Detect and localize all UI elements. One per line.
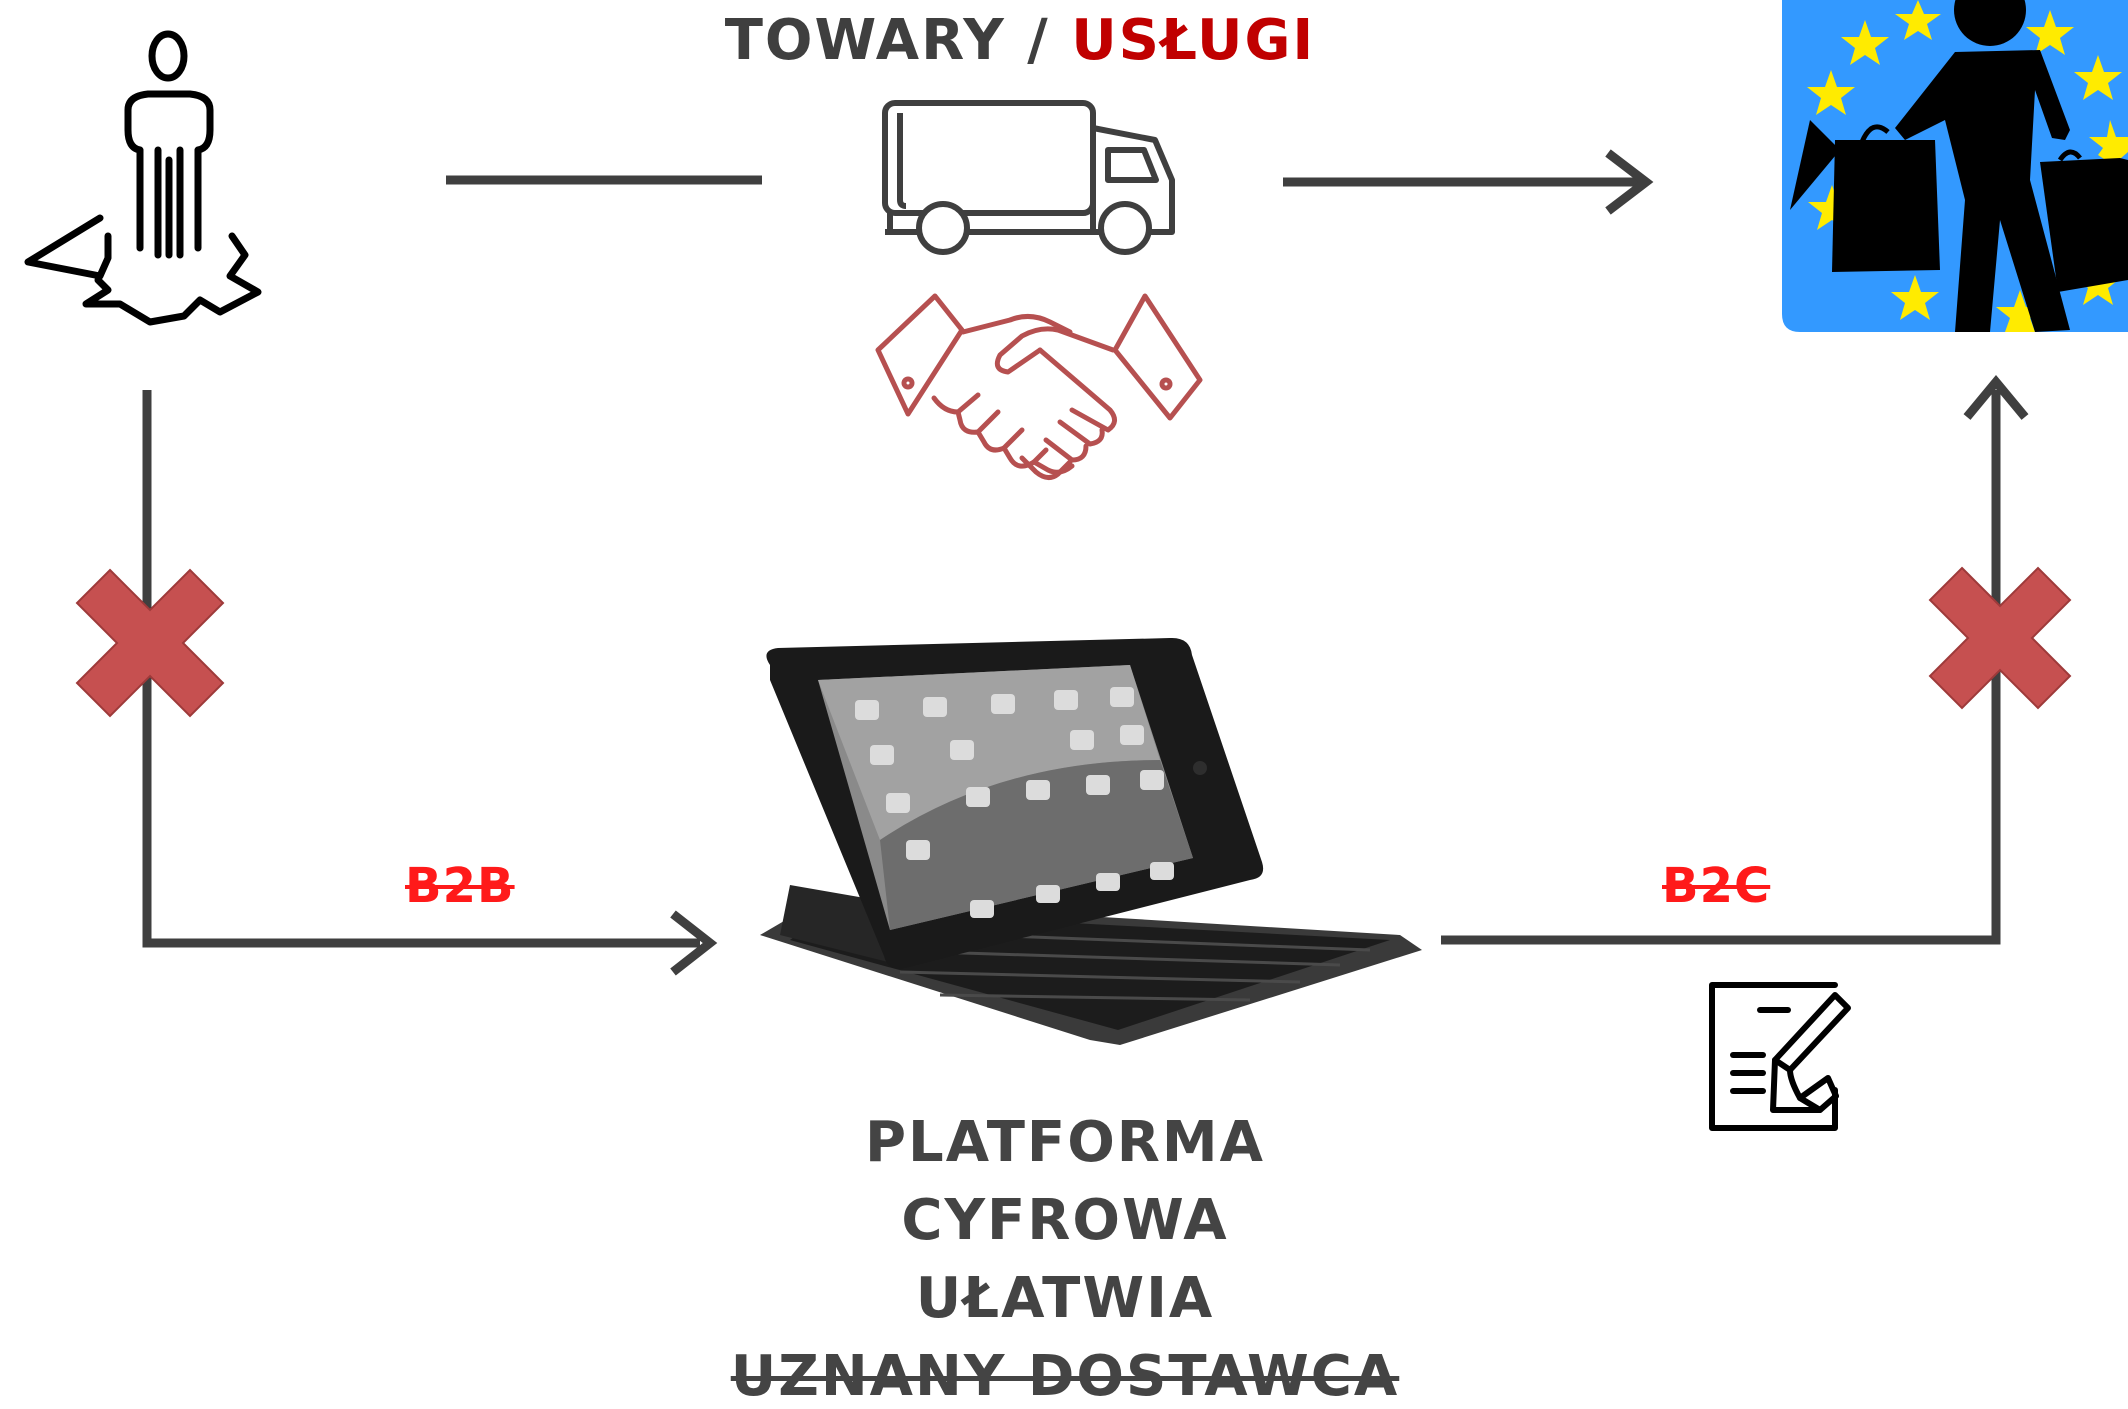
handshake-icon <box>875 293 1203 480</box>
eu-shopper-icon <box>1782 0 2128 332</box>
services-label: USŁUGI <box>1071 8 1316 73</box>
top-flow-arrow <box>446 149 1654 215</box>
caption-platform: PLATFORMA <box>865 1110 1265 1175</box>
goods-services-label: TOWARY / USŁUGI <box>0 8 2040 73</box>
tablet-app-icons <box>855 687 1174 918</box>
goods-label: TOWARY <box>724 8 1006 73</box>
caption-digital: CYFROWA <box>901 1188 1229 1253</box>
cross-icon <box>75 568 225 718</box>
truck-icon <box>882 100 1175 255</box>
b2c-flow-arrow <box>1441 374 2029 945</box>
b2b-flow-arrow <box>142 390 718 976</box>
tablet-keyboard-icon <box>760 637 1422 1045</box>
person-on-map-icon <box>24 30 262 326</box>
b2c-label: B2C <box>1662 858 1771 914</box>
signed-document-icon <box>1709 982 1851 1131</box>
caption-facilitates: UŁATWIA <box>915 1266 1215 1331</box>
caption-deemed-supplier: UZNANY DOSTAWCA <box>730 1344 1400 1409</box>
b2b-label: B2B <box>405 858 515 914</box>
label-separator: / <box>1027 8 1050 73</box>
cross-icon <box>1928 566 2072 710</box>
